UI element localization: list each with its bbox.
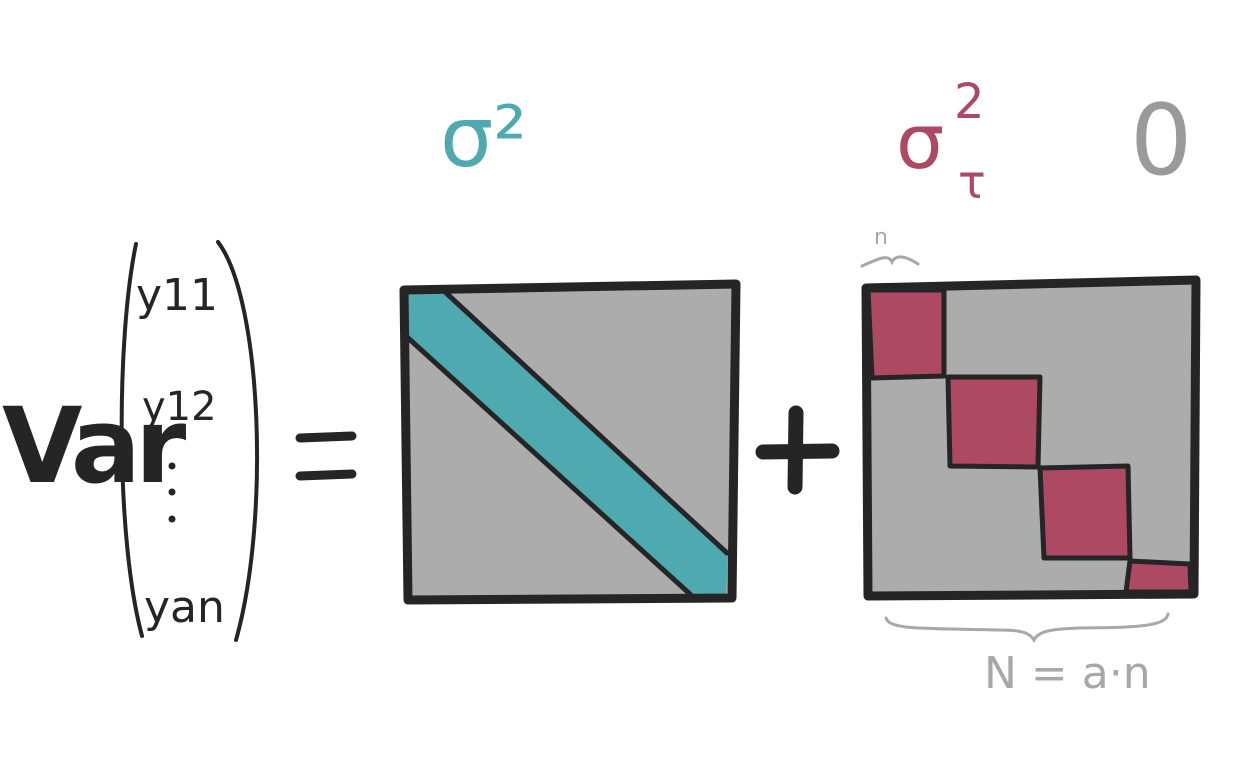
matrix2-label: σ 2 τ [896,74,986,209]
matrix1-label: σ² [440,88,527,186]
vector-ellipsis [168,462,176,523]
block-2 [945,374,1043,470]
svg-text:N = a·n: N = a·n [984,648,1151,699]
svg-text:σ: σ [896,97,944,186]
plus-sign [755,405,840,495]
block-1 [865,287,947,381]
vector-right-paren [216,240,260,642]
block-size-annotation: n [860,225,920,268]
equals-sign [295,431,357,481]
matrix-size-annotation: N = a·n [884,612,1170,699]
identity-matrix-diagonal-band [406,290,728,596]
svg-text:yan: yan [144,582,225,633]
block-matrix-border [861,275,1201,601]
svg-text:2: 2 [954,74,985,130]
block-3 [1037,463,1133,561]
svg-text:y12: y12 [142,384,217,430]
block-diagonal-matrix [861,275,1201,601]
vector-entry-y11: y11 [136,270,218,321]
vector-left-paren [119,242,144,638]
vector-entry-y12: y12 [142,384,217,430]
svg-text:y11: y11 [136,270,218,321]
var-label: Var [2,385,186,507]
block-4 [1123,558,1194,595]
vector-entry-yan: yan [144,582,225,633]
identity-matrix [399,279,741,605]
svg-text:τ: τ [958,155,986,209]
identity-matrix-border [399,279,741,605]
svg-text:n: n [874,225,888,250]
zero-label: 0 [1130,84,1192,198]
